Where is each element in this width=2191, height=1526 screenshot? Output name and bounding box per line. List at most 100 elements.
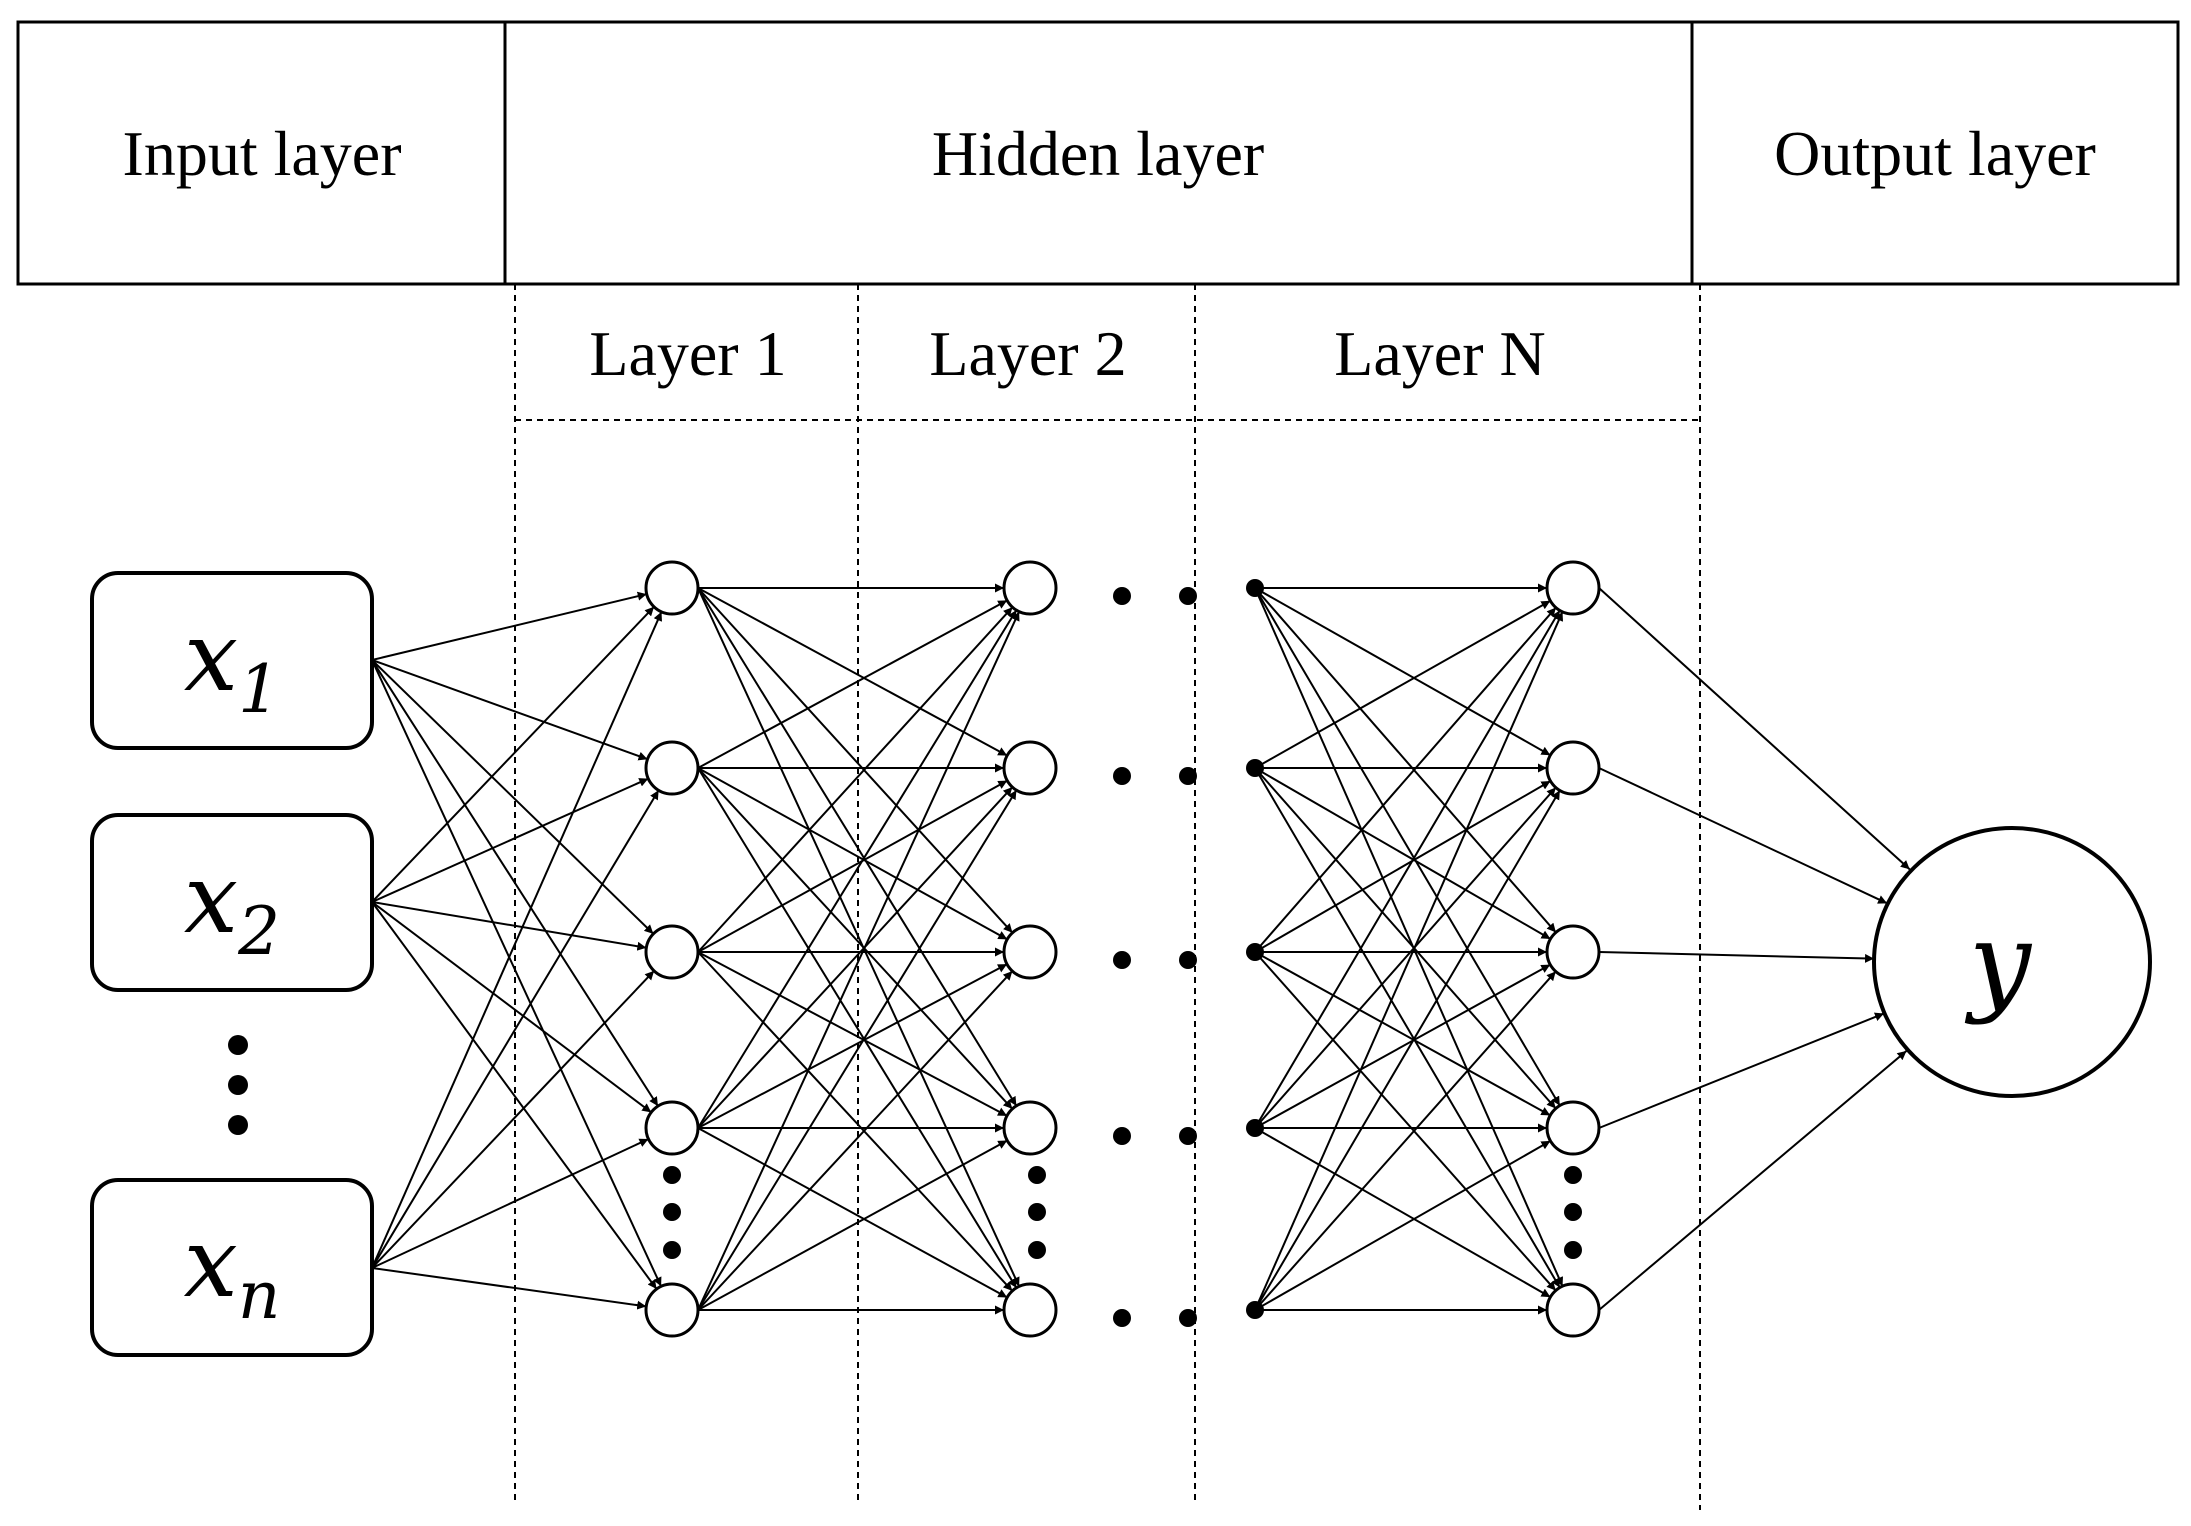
connections	[371, 583, 1911, 1315]
hidden-layer-label: Hidden layer	[932, 118, 1264, 189]
layer2-node-2	[1002, 740, 1058, 796]
edge-lNn5-output	[1598, 1050, 1908, 1311]
edge-lNn4-output	[1598, 1012, 1885, 1129]
ellipsis-dot-b-4	[1179, 1127, 1197, 1145]
ellipsis-dot-b-2	[1179, 767, 1197, 785]
edge-dot1-lNn2	[1254, 587, 1551, 757]
layerN-node-5	[1545, 1282, 1601, 1338]
edge-dot3-lNn4	[1254, 951, 1551, 1117]
input-box-2	[90, 813, 374, 992]
edge-l1n4-l2n2	[697, 786, 1014, 1129]
ellipsis-dot-a-2	[1113, 767, 1131, 785]
edge-input2-l1n3	[371, 901, 647, 951]
edge-l1n4-l2n1	[697, 609, 1018, 1129]
layer1-vertical-ellipsis-1	[663, 1166, 681, 1184]
input-var-2: x2	[184, 843, 280, 970]
layer-1-label: Layer 1	[589, 318, 786, 389]
edge-lNn1-output	[1598, 587, 1911, 871]
output-var: y	[1964, 898, 2033, 1026]
input-box-n	[90, 1178, 374, 1357]
ellipsis-dot-b-3	[1179, 951, 1197, 969]
nodes	[644, 560, 1601, 1338]
edge-input1-l1n2	[371, 659, 648, 761]
edge-dot5-lNn4	[1254, 1140, 1551, 1311]
edge-l1n1-l2n2	[697, 587, 1008, 757]
layer1-node-2	[644, 740, 700, 796]
layerN-node-4	[1545, 1100, 1601, 1156]
ellipsis-dot-c-3	[1246, 943, 1264, 961]
edge-dot1-lNn5	[1254, 587, 1564, 1287]
input-var-1: x1	[184, 601, 280, 728]
edge-dot3-lNn2	[1254, 780, 1551, 953]
ellipsis-dot-b-5	[1179, 1309, 1197, 1327]
edge-dot3-lNn1	[1254, 606, 1557, 953]
input-layer-label: Input layer	[123, 118, 402, 189]
edge-input2-l1n1	[371, 606, 655, 903]
edge-input1-l1n5	[371, 659, 663, 1287]
edge-dot4-lNn2	[1254, 786, 1557, 1129]
ellipsis-dot-a-5	[1113, 1309, 1131, 1327]
edge-input3-l1n1	[371, 611, 663, 1269]
layer2-vertical-ellipsis-1	[1028, 1166, 1046, 1184]
edge-input1-l1n3	[371, 659, 655, 935]
header-table: Input layer Hidden layer Output layer	[16, 20, 2180, 286]
output-ellipse	[1872, 826, 2152, 1098]
input-node-1: x1	[90, 571, 374, 750]
layer1-node-5	[644, 1282, 700, 1338]
edge-dot2-lNn1	[1254, 599, 1551, 769]
layerN-vertical-ellipsis-3	[1564, 1241, 1582, 1259]
layer1-vertical-ellipsis-3	[663, 1241, 681, 1259]
edge-input3-l1n2	[371, 789, 660, 1269]
ellipsis-dot-c-4	[1246, 1119, 1264, 1137]
edge-l1n1-l2n3	[697, 587, 1014, 934]
ellipsis-dot-b-1	[1179, 587, 1197, 605]
edge-dot4-lNn5	[1254, 1127, 1551, 1298]
edge-l1n5-l2n1	[697, 611, 1021, 1311]
edge-l1n3-l2n4	[697, 951, 1008, 1117]
edge-l1n5-l2n3	[697, 970, 1014, 1311]
layer2-vertical-ellipsis-3	[1028, 1241, 1046, 1259]
edge-l1n3-l2n5	[697, 951, 1014, 1292]
layerN-node-2	[1545, 740, 1601, 796]
dashed-guides	[514, 284, 1701, 1510]
layer2-node-3	[1002, 924, 1058, 980]
edge-dot1-lNn3	[1254, 587, 1557, 934]
edge-dot1-lNn4	[1254, 587, 1561, 1107]
input-vertical-ellipsis	[228, 1035, 248, 1135]
edge-l1n4-l2n5	[697, 1127, 1008, 1299]
input-node-n: xn	[90, 1178, 374, 1357]
ellipsis-dot-a-3	[1113, 951, 1131, 969]
layer2-node-4	[1002, 1100, 1058, 1156]
edge-l1n2-l2n4	[697, 767, 1014, 1110]
ellipsis-dot-a-4	[1113, 1127, 1131, 1145]
edge-dot3-lNn5	[1254, 951, 1557, 1292]
edge-l1n2-l2n3	[697, 767, 1008, 941]
layerN-node-1	[1545, 560, 1601, 616]
layer1-node-3	[644, 924, 700, 980]
layerN-vertical-ellipsis-1	[1564, 1166, 1582, 1184]
edge-l1n1-l2n5	[697, 587, 1021, 1287]
edge-l1n2-l2n5	[697, 767, 1018, 1289]
edge-l1n1-l2n4	[697, 587, 1018, 1107]
edge-l1n5-l2n2	[697, 789, 1018, 1311]
layerN-vertical-ellipsis-2	[1564, 1203, 1582, 1221]
edge-input1-l1n1	[371, 591, 647, 661]
edge-l1n3-l2n2	[697, 779, 1008, 953]
edge-l1n5-l2n4	[697, 1139, 1008, 1311]
layer2-node-5	[1002, 1282, 1058, 1338]
edge-dot4-lNn3	[1254, 963, 1551, 1129]
ellipsis-dot-c-5	[1246, 1301, 1264, 1319]
edge-input3-l1n3	[371, 970, 655, 1269]
edge-input2-l1n4	[371, 901, 652, 1114]
edge-dot4-lNn1	[1254, 609, 1561, 1129]
layer2-node-1	[1002, 560, 1058, 616]
edge-dot5-lNn1	[1254, 611, 1564, 1311]
layer1-node-4	[644, 1100, 700, 1156]
header-frame	[16, 20, 2180, 286]
edge-input3-l1n4	[371, 1138, 649, 1269]
edge-input3-l1n5	[371, 1267, 647, 1310]
edge-l1n3-l2n1	[697, 606, 1014, 953]
edge-dot2-lNn4	[1254, 767, 1557, 1110]
edge-dot5-lNn2	[1254, 789, 1561, 1311]
